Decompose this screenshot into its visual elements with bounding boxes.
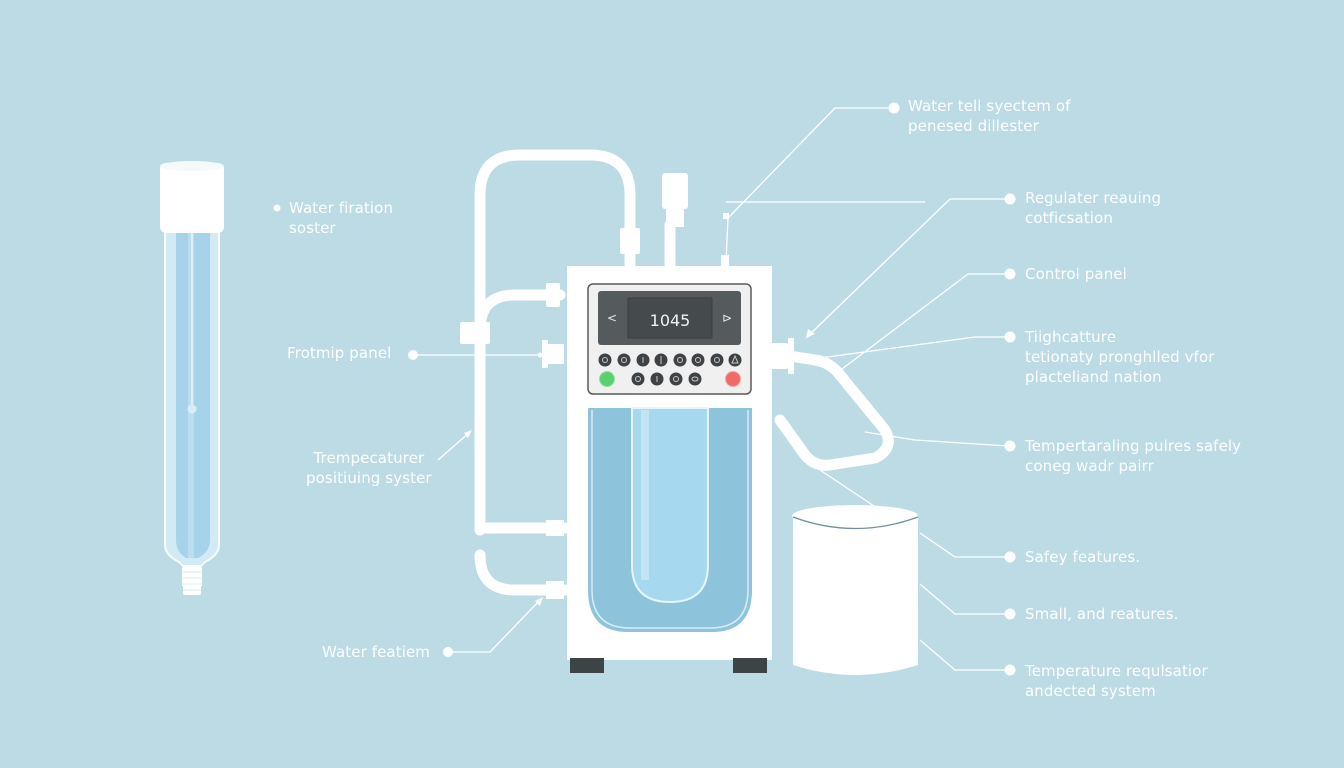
test-tube <box>160 161 224 595</box>
label-tempertaraing-pulres: Tempertaraling pulres safely coneg wadr … <box>1025 437 1242 475</box>
device-foot-right <box>733 658 767 673</box>
label-temperature-requlsation: Temperature requlsatior andected system <box>1025 662 1208 700</box>
label-control-panel: Control panel <box>1025 265 1127 283</box>
keypad[interactable] <box>598 353 742 387</box>
pipe-fittings <box>460 173 794 599</box>
tube-cap <box>160 163 224 233</box>
leader-arrowheads <box>464 329 815 606</box>
collection-container <box>792 505 919 675</box>
label-small-and-reatures: Small, and reatures. <box>1025 605 1179 623</box>
label-frotmip-panel: Frotmip panel <box>287 344 392 362</box>
label-water-tell-system: Water tell syectem of penesed dillester <box>908 97 1071 135</box>
label-safey-features: Safey features. <box>1025 548 1141 566</box>
lcd-readout: 1045 <box>649 311 691 330</box>
label-water-featiem: Water featiem <box>322 643 430 661</box>
display-right-icon: ⊳ <box>722 311 733 325</box>
stop-button[interactable] <box>725 371 741 387</box>
label-temperature-positioning: Trempecaturer positiuing syster <box>306 449 432 487</box>
control-panel <box>587 283 752 395</box>
leader-lines <box>413 107 1009 671</box>
display-left-icon: < <box>607 311 618 325</box>
probe-bulb <box>187 404 197 414</box>
label-water-filtration: Water firation soster <box>289 199 394 237</box>
label-tighcatture: Tiighcatture tetionaty pronghlled vfor p… <box>1025 328 1215 386</box>
device-foot-left <box>570 658 604 673</box>
label-dots <box>273 102 1016 676</box>
lcd-display <box>627 297 713 339</box>
start-button[interactable] <box>599 371 615 387</box>
label-regulater-reauing: Regulater reauing cotficsation <box>1025 189 1162 227</box>
